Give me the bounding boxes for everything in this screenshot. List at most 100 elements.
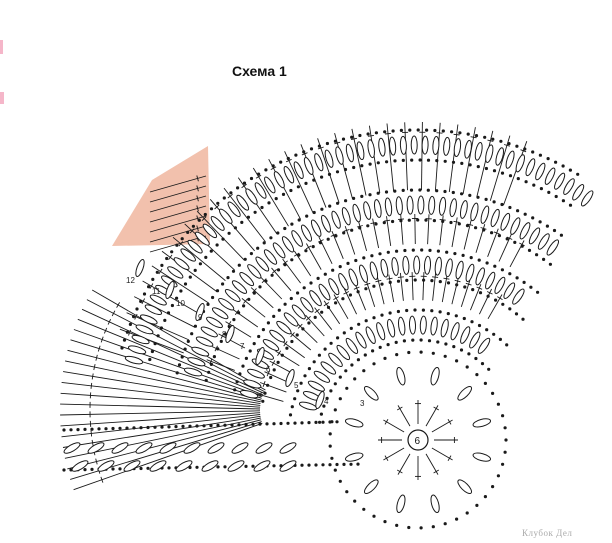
chain-dot <box>458 131 462 135</box>
chain-dot <box>330 456 334 460</box>
chain-dot <box>559 233 564 237</box>
chain-dot <box>413 278 417 282</box>
chain-dot <box>514 312 519 316</box>
chain-dot <box>83 468 87 472</box>
puff-oval <box>387 318 396 338</box>
chain-dot <box>561 199 566 203</box>
stitch-bar <box>353 286 360 290</box>
puff-oval <box>272 242 286 259</box>
chain-dot <box>394 340 398 344</box>
stitch <box>314 307 333 330</box>
chain-dot <box>372 284 376 288</box>
puff-oval <box>373 199 382 218</box>
puff-oval <box>195 231 210 246</box>
stitch <box>400 214 404 245</box>
chain-dot <box>460 192 464 196</box>
chain-dot <box>167 466 171 470</box>
chain-dot <box>183 282 188 286</box>
stitch-bar <box>397 276 404 278</box>
puff-oval <box>291 304 306 320</box>
chain-dot <box>431 351 435 355</box>
chain-dot <box>320 207 324 211</box>
chain-dot <box>545 224 550 228</box>
chain-dot <box>508 174 513 178</box>
chain-dot <box>155 270 159 274</box>
puff-oval <box>475 267 485 286</box>
stitch <box>237 177 278 234</box>
puff-oval <box>344 452 364 462</box>
stitch-bar <box>436 132 443 134</box>
chain-dot <box>283 226 287 231</box>
stitch-bar <box>519 242 525 247</box>
chain-dot <box>378 345 382 349</box>
puff-oval <box>175 460 193 472</box>
stitch <box>60 412 261 427</box>
chain-dot <box>523 212 527 216</box>
chain-dot <box>474 134 479 138</box>
stitch <box>441 274 448 303</box>
chain-dot <box>267 201 271 205</box>
stitch-bar <box>128 329 132 336</box>
puff-oval <box>187 239 203 254</box>
chain-dot <box>501 462 505 466</box>
puff-oval <box>378 137 386 157</box>
puff-oval <box>338 272 349 291</box>
chain-dot <box>345 386 349 390</box>
puff-oval <box>219 208 233 224</box>
chain-dot <box>299 381 303 385</box>
chain-dot <box>407 218 411 222</box>
puff-oval <box>455 260 464 280</box>
chain-dot <box>477 258 481 262</box>
chain-dot <box>269 236 273 240</box>
puff-oval <box>247 264 262 279</box>
chain-dot <box>325 141 329 146</box>
chain-dot <box>69 428 73 432</box>
chain-dot <box>294 153 298 157</box>
chain-dot <box>450 130 454 134</box>
stitch <box>61 381 261 406</box>
chain-dot <box>349 462 353 466</box>
chain-dot <box>516 177 520 181</box>
stitch-bar <box>220 333 225 339</box>
chain-dot <box>508 205 512 210</box>
puff-oval <box>264 176 276 194</box>
chain-dot <box>338 479 342 483</box>
puff-oval <box>450 322 460 341</box>
stitch-bar <box>116 302 120 308</box>
chain-dot <box>421 308 425 312</box>
chain-dot <box>276 268 281 272</box>
stitch-bar <box>384 418 389 425</box>
puff-oval <box>97 460 115 472</box>
puff-oval <box>231 280 248 294</box>
chain-dot <box>424 218 428 222</box>
puff-oval <box>503 282 516 300</box>
puff-oval <box>421 135 429 155</box>
puff-oval <box>365 326 376 344</box>
stitch <box>149 175 207 193</box>
stitch <box>427 214 430 245</box>
chain-dot <box>462 316 466 321</box>
chain-dot <box>445 250 449 254</box>
chain-dot <box>487 367 491 371</box>
stitch-bar <box>266 370 271 377</box>
chain-dot <box>262 241 266 245</box>
puff-oval <box>363 385 379 401</box>
chain-dot <box>179 289 183 293</box>
chain-dot <box>313 315 317 319</box>
stitch <box>318 236 333 264</box>
chain-dot <box>554 160 558 164</box>
chain-dot <box>521 317 525 321</box>
puff-oval <box>135 258 145 278</box>
center-ring: 6 <box>407 429 429 451</box>
puff-oval <box>345 143 354 163</box>
chain-dot <box>350 363 354 367</box>
chain-dot <box>293 397 297 401</box>
puff-oval <box>449 198 457 218</box>
stitch-bar <box>333 296 339 300</box>
chain-dot <box>338 375 342 379</box>
chain-dot <box>272 422 276 426</box>
stitch <box>475 223 486 253</box>
puff-oval <box>255 346 265 366</box>
chain-dot <box>295 333 299 337</box>
chain-dot <box>457 222 461 226</box>
